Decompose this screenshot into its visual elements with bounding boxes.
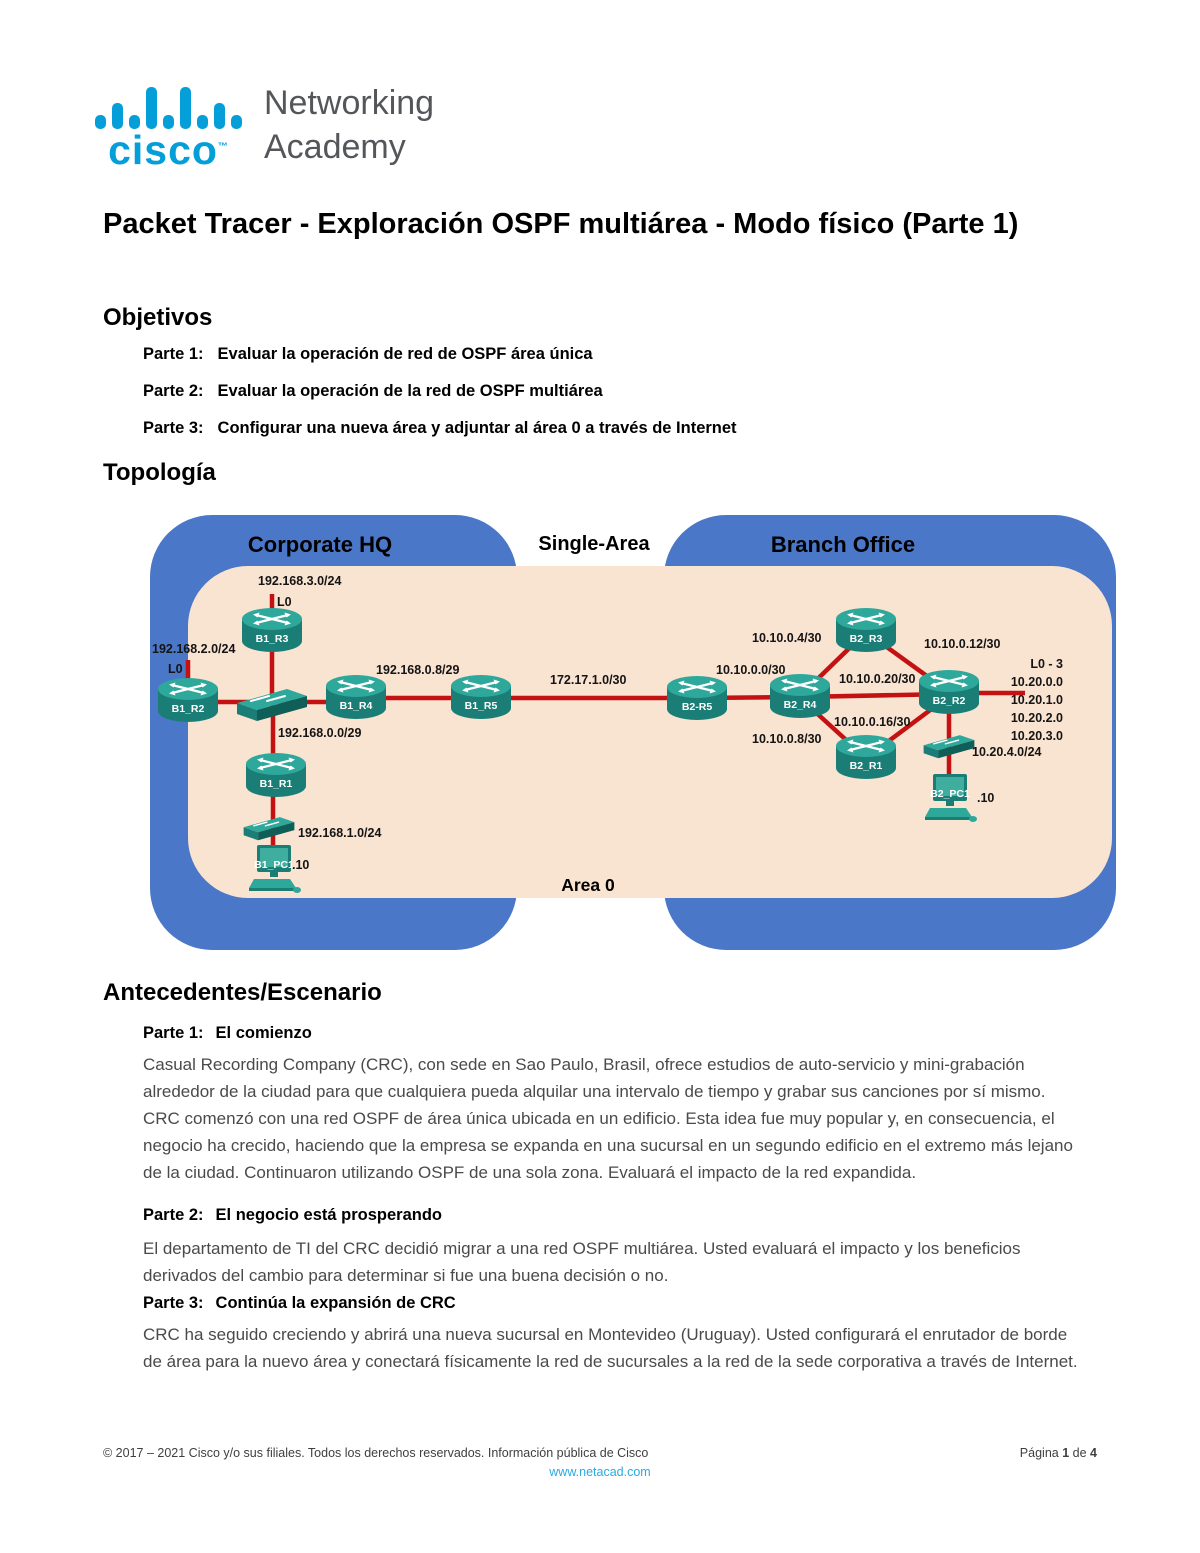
page-current: 1: [1062, 1446, 1070, 1460]
corporate-hq-label: Corporate HQ: [248, 532, 392, 557]
router-icon-b1-r4: [325, 674, 387, 720]
device-label: B2_R2: [933, 695, 966, 707]
part-label: Parte 2:: [143, 1206, 204, 1224]
part-title: El negocio está prosperando: [215, 1206, 442, 1224]
device-label: B2_PC1: [930, 788, 970, 800]
device-label: B2_R1: [850, 760, 883, 772]
networking-academy-wordmark: Networking Academy: [264, 81, 434, 169]
netacad-link[interactable]: www.netacad.com: [549, 1465, 651, 1479]
net-label: 10.10.0.16/30: [834, 715, 911, 729]
device-label: B1_R3: [256, 633, 289, 645]
device-label: B2_R4: [784, 699, 817, 711]
objective-label: Parte 3:: [143, 419, 204, 437]
pc-ip-label: .10: [977, 791, 994, 805]
single-area-label: Single-Area: [538, 533, 650, 555]
net-label: 10.10.0.20/30: [839, 672, 916, 686]
net-label: 192.168.2.0/24: [152, 642, 235, 656]
antecedentes-heading: Antecedentes/Escenario: [103, 979, 382, 1006]
part-label: Parte 1:: [143, 1024, 204, 1042]
cisco-bridge-bars-icon: [95, 85, 242, 129]
page-title: Packet Tracer - Exploración OSPF multiár…: [103, 208, 1019, 240]
router-icon-b2-r4: [769, 673, 831, 719]
objective-label: Parte 1:: [143, 345, 204, 363]
net-label: 10.10.0.4/30: [752, 631, 822, 645]
device-label: B2_R3: [850, 633, 883, 645]
device-label: B1_R5: [465, 700, 498, 712]
pc-ip-label: .10: [292, 858, 309, 872]
net-label: 10.10.0.12/30: [924, 637, 1001, 651]
net-label: L0: [168, 662, 183, 676]
cisco-logo: cisco™: [95, 85, 242, 172]
objetivos-list: Parte 1: Evaluar la operación de red de O…: [143, 344, 737, 455]
router-icon-b2-r5: [666, 675, 728, 721]
net-label: L0 - 3: [1030, 657, 1063, 671]
cisco-wordmark: cisco: [108, 127, 218, 173]
trademark-symbol: ™: [217, 141, 229, 153]
branch-office-label: Branch Office: [771, 532, 915, 557]
router-icon-b1-r2: [157, 677, 219, 723]
part-title: El comienzo: [215, 1024, 312, 1042]
objective-text: Evaluar la operación de red de OSPF área…: [217, 345, 593, 363]
network-labels: 192.168.3.0/24 L0 192.168.2.0/24 L0 192.…: [152, 574, 1063, 872]
router-icon-b1-r5: [450, 674, 512, 720]
device-label: B1_PC1: [254, 859, 294, 871]
net-label: 10.10.0.8/30: [752, 732, 822, 746]
part3-heading: Parte 3: Continúa la expansión de CRC: [143, 1293, 456, 1313]
net-label: 10.20.1.0: [1011, 693, 1063, 707]
net-label: 10.20.2.0: [1011, 711, 1063, 725]
logo-line-academy: Academy: [264, 128, 406, 166]
net-label: 192.168.0.0/29: [278, 726, 361, 740]
part1-heading: Parte 1: El comienzo: [143, 1023, 312, 1043]
objective-item: Parte 1: Evaluar la operación de red de O…: [143, 344, 737, 365]
footer-copyright: © 2017 – 2021 Cisco y/o sus filiales. To…: [103, 1446, 649, 1460]
topology-figure: Corporate HQ Single-Area Branch Office A…: [148, 512, 1118, 952]
device-label: B1_R4: [340, 700, 373, 712]
part3-body: CRC ha seguido creciendo y abrirá una nu…: [143, 1325, 1078, 1371]
objective-item: Parte 3: Configurar una nueva área y adju…: [143, 418, 737, 439]
net-label: 172.17.1.0/30: [550, 673, 627, 687]
net-label: 192.168.0.8/29: [376, 663, 459, 677]
logo-line-networking: Networking: [264, 84, 435, 122]
net-label: 10.10.0.0/30: [716, 663, 786, 677]
objetivos-heading: Objetivos: [103, 304, 213, 331]
part1-body: Casual Recording Company (CRC), con sede…: [143, 1055, 1073, 1182]
device-label: B2-R5: [682, 701, 713, 713]
part2-heading: Parte 2: El negocio está prosperando: [143, 1205, 442, 1225]
router-icon-b2-r2: [918, 669, 980, 715]
device-label: B1_R2: [172, 703, 205, 715]
objective-text: Evaluar la operación de la red de OSPF m…: [217, 382, 603, 400]
device-label: B1_R1: [260, 778, 293, 790]
net-label: 192.168.1.0/24: [298, 826, 381, 840]
objective-label: Parte 2:: [143, 382, 204, 400]
net-label: 10.20.3.0: [1011, 729, 1063, 743]
part2-body: El departamento de TI del CRC decidió mi…: [143, 1239, 1021, 1285]
cisco-brand-name: cisco™: [108, 127, 229, 173]
area0-label: Area 0: [561, 875, 615, 895]
part-title: Continúa la expansión de CRC: [215, 1294, 456, 1312]
part-label: Parte 3:: [143, 1294, 204, 1312]
router-icon-b1-r3: [241, 607, 303, 653]
net-label: 10.20.4.0/24: [972, 745, 1042, 759]
net-label: 10.20.0.0: [1011, 675, 1063, 689]
net-label: L0: [277, 595, 292, 609]
router-icon-b2-r1: [835, 734, 897, 780]
page-middle: de: [1072, 1446, 1087, 1460]
topologia-heading: Topología: [103, 459, 216, 486]
objective-text: Configurar una nueva área y adjuntar al …: [217, 419, 737, 437]
router-icon-b1-r1: [245, 752, 307, 798]
page-prefix: Página: [1019, 1446, 1059, 1460]
net-label: 192.168.3.0/24: [258, 574, 341, 588]
objective-item: Parte 2: Evaluar la operación de la red d…: [143, 381, 737, 402]
device-labels: B1_R3 B1_R2 B1_R4 B1_R5 B2-R5 B2_R4 B2_R…: [172, 633, 970, 871]
router-icon-b2-r3: [835, 607, 897, 653]
page-total: 4: [1090, 1446, 1097, 1460]
cisco-networking-academy-logo: cisco™ Networking Academy: [95, 84, 434, 172]
footer-page-number: Página 1 de 4: [1020, 1446, 1097, 1460]
topology-diagram: Corporate HQ Single-Area Branch Office A…: [150, 515, 1116, 950]
